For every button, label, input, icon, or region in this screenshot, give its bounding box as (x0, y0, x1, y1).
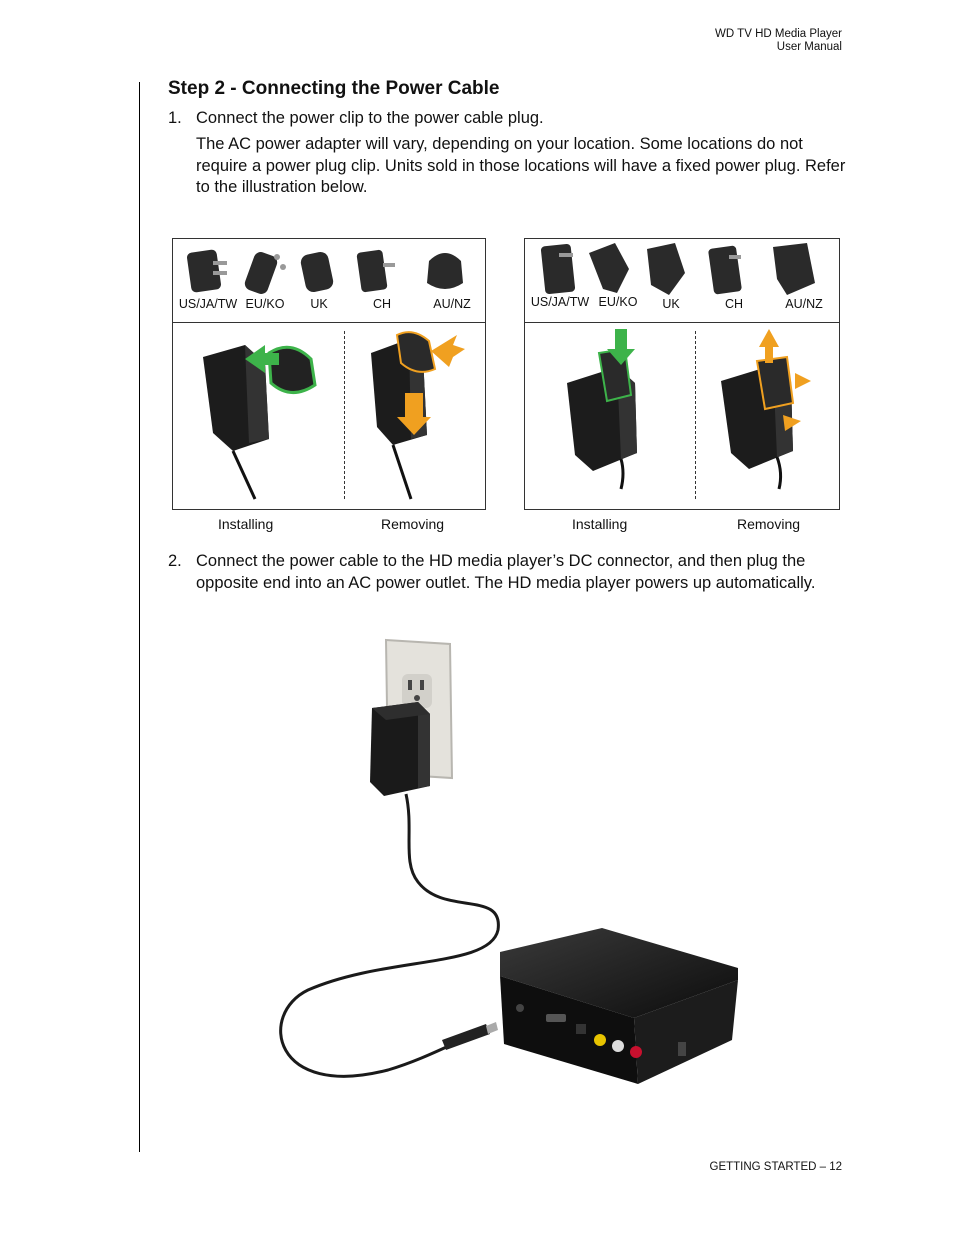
step2-text: Connect the power cable to the HD media … (196, 552, 816, 592)
dashed-divider (344, 331, 345, 499)
panel-divider (525, 322, 839, 323)
adapter-panel-right: US/JA/TW EU/KO UK CH AU/NZ (524, 238, 840, 510)
adapter-illustration-right (567, 329, 811, 490)
step1-number: 1. (168, 109, 182, 127)
connection-photo (268, 630, 746, 1106)
step2-number: 2. (168, 552, 182, 570)
plug-label-ch: CH (372, 297, 392, 311)
header-product: WD TV HD Media Player (715, 28, 842, 40)
plug-label-uk: UK (310, 297, 328, 311)
dashed-divider (695, 331, 696, 499)
plug-label-au: AU/NZ (785, 297, 823, 311)
margin-rule (139, 82, 140, 1152)
caption-left-installing: Installing (218, 516, 274, 532)
plug-clip-icons-right (540, 243, 815, 295)
plug-label-eu: EU/KO (598, 295, 638, 309)
caption-right-installing: Installing (572, 516, 628, 532)
page-footer: GETTING STARTED – 12 (709, 1161, 843, 1173)
plug-label-au: AU/NZ (433, 297, 471, 311)
adapter-illustration-left (203, 331, 465, 500)
panel-divider (173, 322, 485, 323)
caption-right-removing: Removing (737, 516, 801, 532)
plug-label-us: US/JA/TW (530, 295, 590, 309)
plug-label-us: US/JA/TW (178, 297, 238, 311)
section-title: Step 2 - Connecting the Power Cable (168, 78, 500, 99)
plug-clip-icons-left (187, 249, 463, 294)
caption-left-removing: Removing (381, 516, 445, 532)
step1-detail: The AC power adapter will vary, dependin… (196, 135, 846, 196)
plug-label-uk: UK (662, 297, 680, 311)
plug-label-ch: CH (724, 297, 744, 311)
adapter-panel-left: US/JA/TW EU/KO UK CH AU/NZ (172, 238, 486, 510)
connection-illustration (279, 638, 738, 1084)
step1-text: Connect the power clip to the power cabl… (196, 109, 544, 127)
header-manual: User Manual (776, 41, 842, 53)
plug-label-eu: EU/KO (245, 297, 285, 311)
running-header: WD TV HD Media Player User Manual (715, 28, 842, 54)
